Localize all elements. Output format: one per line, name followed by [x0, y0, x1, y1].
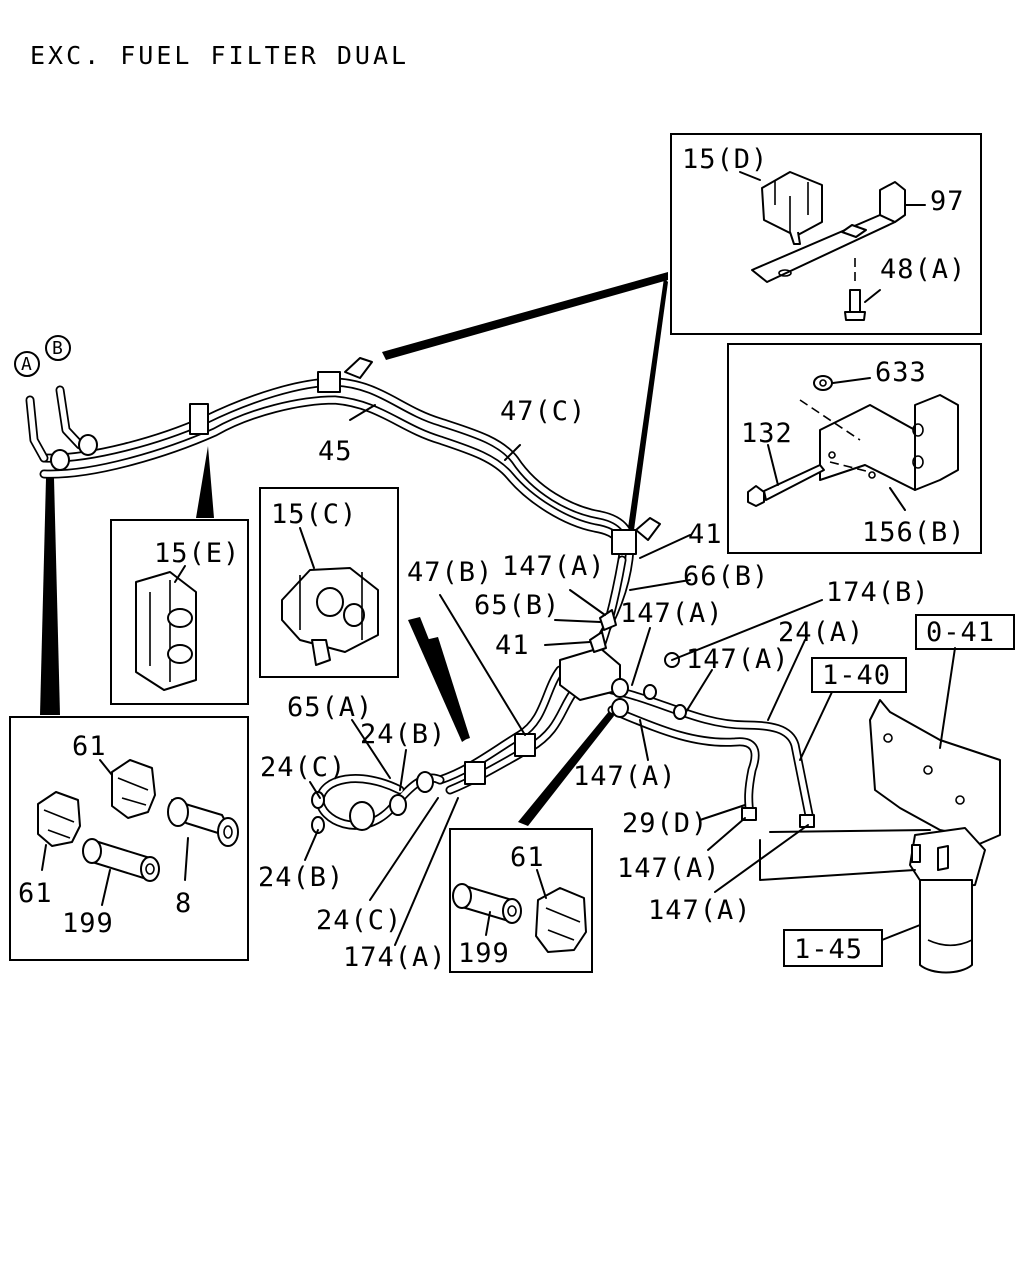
- label-61-box: 61: [510, 842, 545, 873]
- pointer-wedge-15d: [382, 272, 668, 360]
- label-24c-upper: 24(C): [260, 752, 346, 783]
- pointer-wedge-15c-b: [425, 637, 470, 740]
- ref-box-1-45: [783, 929, 883, 967]
- ref-box-1-40: [811, 657, 907, 693]
- label-47c: 47(C): [500, 396, 586, 427]
- circle-label-b: B: [52, 338, 63, 359]
- label-41-lower: 41: [495, 630, 530, 661]
- label-8: 8: [175, 888, 192, 919]
- label-156b: 156(B): [862, 517, 966, 548]
- label-147a-2: 147(A): [620, 598, 724, 629]
- label-1-40: 1-40: [822, 660, 891, 691]
- fuel-filter-assembly: [869, 699, 1001, 974]
- hardware: [50, 357, 815, 834]
- label-41-upper: 41: [688, 519, 723, 550]
- label-633: 633: [875, 357, 927, 388]
- label-147a-5: 147(A): [617, 853, 721, 884]
- label-48a: 48(A): [880, 254, 966, 285]
- label-15d: 15(D): [682, 144, 768, 175]
- pointer-wedge-15d-down: [628, 278, 668, 530]
- inset-box-156b: [727, 343, 982, 554]
- label-147a-3: 147(A): [686, 644, 790, 675]
- label-1-45: 1-45: [794, 934, 863, 965]
- circle-marker-a: [14, 351, 40, 377]
- inset-box-61-199-8: [9, 716, 249, 961]
- inset-box-15c: [259, 487, 399, 678]
- diagram-title: EXC. FUEL FILTER DUAL: [30, 41, 409, 70]
- label-24b-lower: 24(B): [258, 862, 344, 893]
- label-45: 45: [318, 436, 353, 467]
- label-47b: 47(B): [407, 557, 493, 588]
- label-147a-1: 147(A): [502, 551, 606, 582]
- label-65b: 65(B): [474, 590, 560, 621]
- inset-box-15d: [670, 133, 982, 335]
- label-199-left: 199: [62, 908, 114, 939]
- circle-marker-b: [45, 335, 71, 361]
- fuel-pipes: [25, 377, 815, 830]
- pointer-wedge-61-box: [518, 710, 614, 826]
- pointer-wedge-61: [40, 478, 60, 715]
- label-24b-upper: 24(B): [360, 719, 446, 750]
- label-61-lower: 61: [18, 878, 53, 909]
- circle-label-a: A: [21, 354, 32, 375]
- label-132: 132: [741, 418, 793, 449]
- ref-box-0-41: [915, 614, 1015, 650]
- label-0-41: 0-41: [926, 617, 995, 648]
- label-15c: 15(C): [271, 499, 357, 530]
- label-147a-4: 147(A): [573, 761, 677, 792]
- label-24c-lower: 24(C): [316, 905, 402, 936]
- label-199-box: 199: [458, 938, 510, 969]
- leader-lines: [304, 404, 956, 946]
- label-29d: 29(D): [622, 808, 708, 839]
- label-174b: 174(B): [826, 577, 930, 608]
- label-61-upper: 61: [72, 731, 107, 762]
- pointer-wedge-15e: [196, 446, 214, 518]
- label-15e: 15(E): [154, 538, 240, 569]
- inset-box-61-199: [449, 828, 593, 973]
- label-174a: 174(A): [343, 942, 447, 973]
- inset-box-15e: [110, 519, 249, 705]
- label-65a: 65(A): [287, 692, 373, 723]
- label-66b: 66(B): [683, 561, 769, 592]
- label-97: 97: [930, 186, 965, 217]
- label-24a: 24(A): [778, 617, 864, 648]
- label-147a-6: 147(A): [648, 895, 752, 926]
